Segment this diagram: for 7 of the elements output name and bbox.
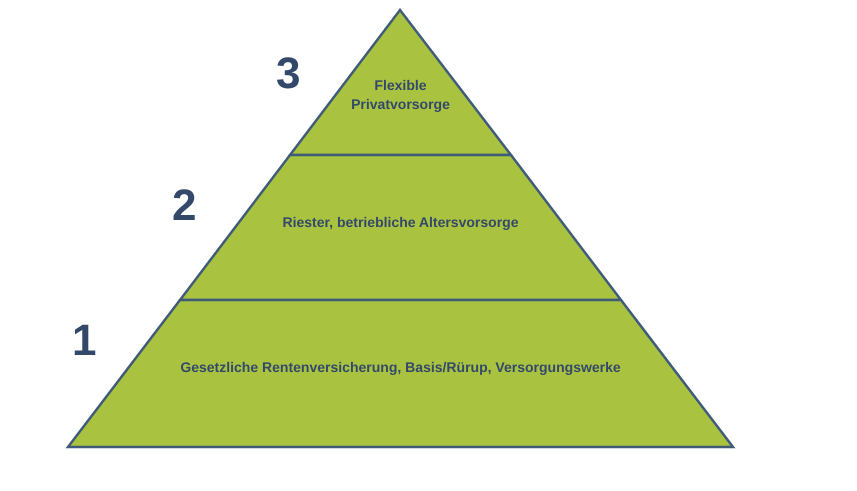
tier-number: 3	[276, 50, 300, 98]
tier-label: Gesetzliche Rentenversicherung, Basis/Rürup, Versorgungswerke	[179, 358, 622, 377]
pyramid-tier	[68, 300, 733, 447]
tier-label: Riester, betriebliche Altersvorsorge	[281, 213, 520, 232]
tier-number: 2	[172, 182, 196, 230]
tier-number: 1	[72, 317, 96, 365]
tier-label: Flexible Privatvorsorge	[350, 76, 451, 114]
